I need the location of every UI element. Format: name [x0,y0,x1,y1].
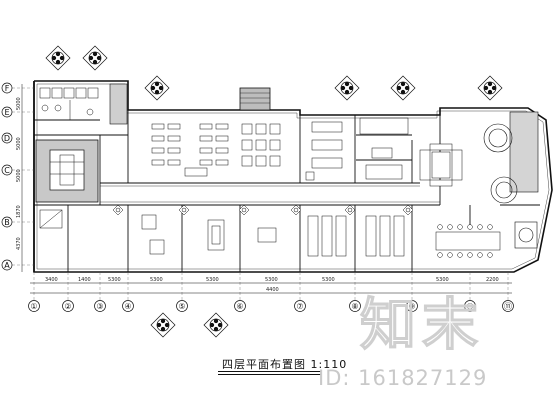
axis-label-3: ③ [96,302,103,311]
grid-axes [12,87,509,300]
axis-label-11: ⑪ [504,302,512,311]
dim-row-4: 5000 [16,137,22,150]
row-bubble-f [1,82,13,94]
row-dimensions: 4370 1870 5000 5000 5000 [16,97,22,250]
wall-inner-lines [36,83,550,270]
dim-row-3: 5000 [16,169,22,182]
axis-label-8: ⑧ [351,302,358,311]
dim-bay-9: 2200 [486,277,499,283]
axis-bubble-8 [349,300,361,312]
dim-row-5: 5000 [16,97,22,110]
row-bubble-d [1,132,13,144]
axis-label-10: ⑩ [466,302,473,311]
elevation-marker-5 [390,75,416,101]
column-axis-bubbles [28,300,514,312]
elevation-marker-6 [477,75,503,101]
watermark-logo-text: 知末 [359,292,484,358]
axis-bubble-11 [502,300,514,312]
bay-dimensions: 3400 1400 5300 5300 5300 5300 5300 5300 … [45,277,499,293]
axis-label-4: ④ [124,302,131,311]
axis-label-6: ⑥ [236,302,243,311]
elevation-marker-1 [45,45,71,71]
row-axis-labels: A B C D E F [4,84,10,270]
row-label-c: C [4,166,10,175]
lounge-sofas [419,143,463,187]
meeting-room-top [305,121,343,181]
dim-total: 4400 [266,287,279,293]
elevation-marker-3 [144,75,170,101]
title-underline [218,371,322,372]
elevation-marker-8 [203,312,229,338]
pantry-room [359,117,409,180]
axis-bubble-3 [94,300,106,312]
dim-bay-3: 5300 [108,277,121,283]
elevation-marker-4 [334,75,360,101]
axis-label-5: ⑤ [178,302,185,311]
axis-bubble-10 [464,300,476,312]
dim-bay-2: 1400 [78,277,91,283]
dimension-line [21,84,512,294]
row-label-f: F [5,84,10,93]
axis-bubble-6 [234,300,246,312]
row-bubble-b [1,216,13,228]
axis-bubble-4 [122,300,134,312]
elevation-marker-7 [150,312,176,338]
axis-bubble-2 [62,300,74,312]
restroom-fixtures [39,87,99,120]
dim-row-2: 1870 [16,205,22,218]
row-label-d: D [4,134,10,143]
corridor-walls [34,110,540,272]
dim-bay-1: 3400 [45,277,58,283]
row-label-b: B [4,218,10,227]
classroom-desks [151,123,281,177]
axis-label-2: ② [64,302,71,311]
bottom-rooms-furniture [39,209,501,258]
axis-bubble-1 [28,300,40,312]
dining-tables [483,123,538,249]
dim-bay-4: 5300 [150,277,163,283]
section-markers [112,204,414,216]
axis-label-9: ⑨ [408,302,415,311]
elevation-markers [45,45,503,338]
dim-bay-7: 5300 [322,277,335,283]
dim-bay-8: 5300 [436,277,449,283]
row-label-a: A [4,261,10,270]
column-axis-labels: ① ② ③ ④ ⑤ ⑥ ⑦ ⑧ ⑨ ⑩ ⑪ [30,302,512,311]
row-label-e: E [4,108,9,117]
dim-row-1: 4370 [16,237,22,250]
axis-label-1: ① [30,302,37,311]
dim-bay-6: 5300 [265,277,278,283]
row-bubble-c [1,164,13,176]
dim-bay-5: 5300 [206,277,219,283]
axis-bubble-9 [406,300,418,312]
watermark-id: ID: 161827129 [318,366,488,390]
axis-label-7: ⑦ [296,302,303,311]
row-bubble-a [1,259,13,271]
outer-walls [33,80,553,273]
axis-bubble-7 [294,300,306,312]
row-axis-bubbles [1,82,13,271]
title-underline-thin [218,374,322,375]
row-bubble-e [1,106,13,118]
elevation-marker-2 [82,45,108,71]
axis-bubble-5 [176,300,188,312]
stair-core [35,83,539,203]
drawing-title: 四层平面布置图 1:110 [222,358,348,371]
